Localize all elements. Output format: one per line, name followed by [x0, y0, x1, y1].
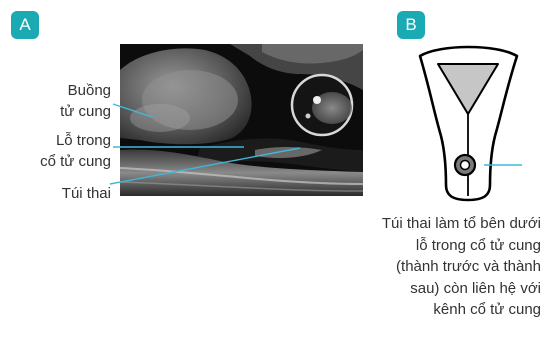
caption-line-2: lỗ trong cổ tử cung — [382, 235, 541, 257]
gestational-sac-center — [461, 161, 470, 170]
panel-b-caption: Túi thai làm tổ bên dưới lỗ trong cổ tử … — [382, 213, 541, 321]
caption-line-3: (thành trước và thành — [382, 256, 541, 278]
caption-line-5: kênh cổ tử cung — [382, 299, 541, 321]
caption-line-4: sau) còn liên hệ với — [382, 278, 541, 300]
caption-line-1: Túi thai làm tổ bên dưới — [382, 213, 541, 235]
